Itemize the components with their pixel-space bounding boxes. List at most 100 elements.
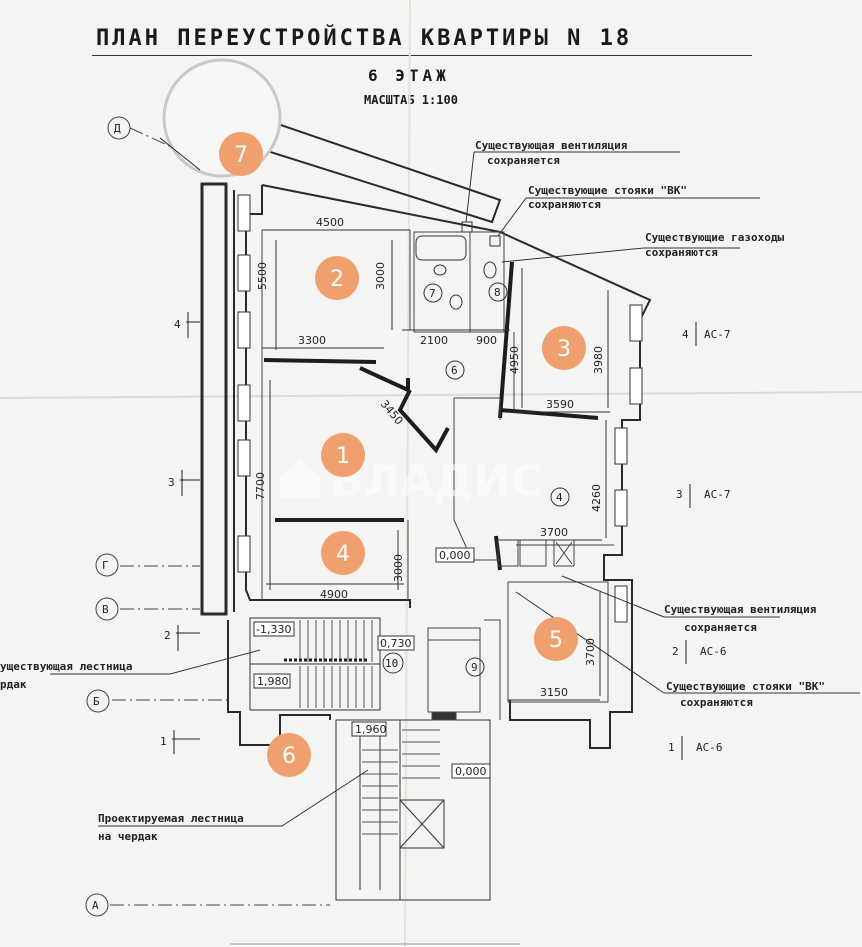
section-mark-label: АС-6 (700, 645, 727, 658)
dim-4500: 4500 (316, 216, 344, 229)
west-facade-wall (200, 182, 228, 616)
room-number: 9 (471, 661, 478, 674)
axis-g-label: Г (102, 559, 109, 572)
dim-4260: 4260 (590, 484, 603, 512)
section-mark-label: АС-7 (704, 328, 731, 341)
section-mark: 2 (672, 645, 679, 658)
axis-b-label: Б (93, 695, 100, 708)
dim-3980: 3980 (592, 346, 605, 374)
note-stair-existing-1: уществующая лестница (0, 660, 132, 673)
room-badge-4 (321, 531, 365, 575)
exterior-walls (227, 184, 652, 749)
dim-3150: 3150 (540, 686, 568, 699)
room-badge-2 (315, 256, 359, 300)
leader-lines (50, 151, 860, 827)
fold-line (0, 391, 862, 399)
section-mark-label: АС-7 (704, 488, 731, 501)
title-underline (92, 55, 752, 56)
axis-b-marker (86, 689, 110, 713)
section-mark-label: АС-6 (696, 741, 723, 754)
room-number: 4 (556, 491, 563, 504)
room-badge-label: 6 (282, 744, 296, 769)
windows-west (237, 194, 251, 573)
room-badge-label: 4 (336, 542, 350, 567)
watermark: ВЛАДИС (280, 456, 542, 507)
room-number-circles (382, 282, 570, 677)
axis-lines (110, 127, 330, 906)
watermark-house-icon (280, 458, 320, 498)
note-vk-top-2: сохраняются (528, 198, 601, 211)
dim-3000-b: 3000 (392, 554, 405, 582)
staircase-new (335, 719, 491, 901)
room-number: 7 (429, 287, 436, 300)
fold-line (404, 0, 411, 947)
section-marks-right: 4 АС-7 3 АС-7 2 АС-6 1 АС-6 (668, 322, 731, 760)
axis-g-marker (95, 553, 119, 577)
dim-3300: 3300 (298, 334, 326, 347)
dim-7700: 7700 (254, 472, 267, 500)
room-badge-label: 2 (330, 267, 344, 292)
dim-3700-b: 3700 (584, 638, 597, 666)
balcony (262, 120, 502, 224)
level-mark: -1,330 (256, 623, 291, 636)
new-partitions (263, 261, 599, 571)
note-vk-bot-2: сохраняются (680, 696, 753, 709)
axis-v-marker (95, 597, 119, 621)
note-vent-top-2: сохраняется (487, 154, 560, 167)
note-gas-1: Существующие газоходы (645, 231, 784, 244)
dim-4900: 4900 (320, 588, 348, 601)
new-stair-steps (362, 729, 440, 835)
room-badge-6 (267, 733, 311, 777)
dim-3590: 3590 (546, 398, 574, 411)
note-stair-existing-2: рдак (0, 678, 27, 691)
axis-a-marker (85, 893, 109, 917)
section-mark: 4 (682, 328, 689, 341)
note-vent-top-1: Существующая вентиляция (475, 139, 627, 152)
dim-3000-a: 3000 (374, 262, 387, 290)
room-number: 10 (385, 657, 398, 670)
room-badge-label: 7 (234, 143, 248, 168)
level-mark: 1,980 (257, 675, 289, 688)
note-vent-bot-1: Существующая вентиляция (664, 603, 816, 616)
room-badge-label: 1 (336, 444, 350, 469)
level-mark: 1,960 (355, 723, 387, 736)
room-badge-7 (219, 132, 263, 176)
floor-label: 6 ЭТАЖ (368, 66, 450, 85)
note-vk-top-1: Существующие стояки "ВК" (528, 184, 687, 197)
level-boxes (253, 547, 491, 779)
dim-2100: 2100 (420, 334, 448, 347)
axis-a-label: А (92, 899, 99, 912)
level-mark: 0,730 (380, 637, 412, 650)
section-mark: 1 (668, 741, 675, 754)
section-mark: 4 (174, 318, 181, 331)
section-mark: 1 (160, 735, 167, 748)
interior-walls (261, 230, 614, 703)
level-mark: 0,000 (455, 765, 487, 778)
room-badges: 1 2 3 4 5 6 7 (219, 132, 586, 777)
axis-d-marker (107, 116, 131, 140)
section-mark: 3 (676, 488, 683, 501)
room-badge-label: 5 (549, 628, 563, 653)
note-vk-bot-1: Существующие стояки "ВК" (666, 680, 825, 693)
level-mark: 0,000 (439, 549, 471, 562)
staircase-existing (249, 617, 381, 711)
room-number: 6 (451, 364, 458, 377)
note-stair-new-1: Проектируемая лестница (98, 812, 244, 825)
room-number: 8 (494, 286, 501, 299)
room-badge-5 (534, 617, 578, 661)
note-stair-new-2: на чердак (98, 830, 158, 843)
landing (427, 619, 501, 721)
section-marks-left: 4 3 2 1 (160, 312, 200, 754)
dim-5500: 5500 (256, 262, 269, 290)
watermark-text: ВЛАДИС (330, 456, 542, 507)
axis-line-d (159, 137, 201, 171)
windows-east (614, 304, 643, 623)
section-mark: 2 (164, 629, 171, 642)
axis-d-label: Д (114, 122, 121, 135)
dim-3700-a: 3700 (540, 526, 568, 539)
room-badge-label: 3 (557, 337, 571, 362)
dimension-lines (262, 229, 610, 701)
room-badge-1 (321, 433, 365, 477)
